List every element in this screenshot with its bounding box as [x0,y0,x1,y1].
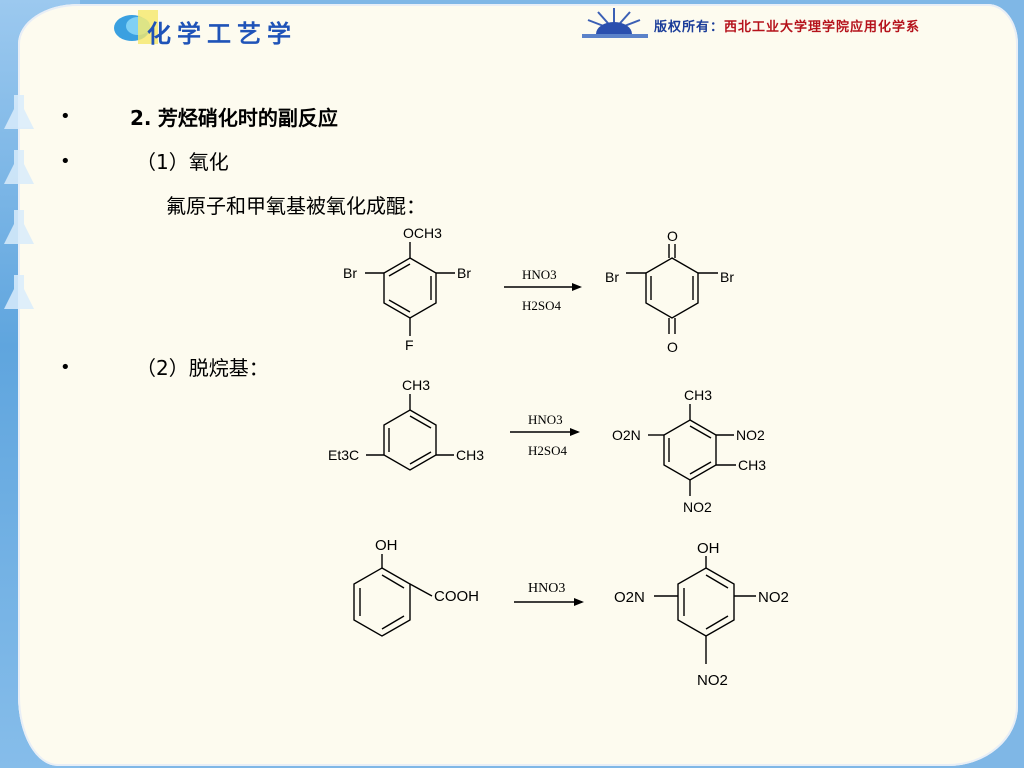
r1-product-left: Br [605,269,619,285]
reaction1-product-ring [626,244,718,334]
section-heading: 2. 芳烃硝化时的副反应 [130,102,338,131]
logo-swoosh-icon [114,10,158,44]
r1-reagent-bottom: H2SO4 [522,298,562,313]
r1-reagent-top: HNO3 [522,267,557,282]
reaction3-product-ring [654,556,756,664]
course-logo: 化学工艺学 [112,8,302,48]
r2-reactant-left: Et3C [328,447,359,463]
r3-product-right: NO2 [758,589,789,606]
r1-product-bottom: O [667,339,678,355]
sunrise-icon [582,8,648,38]
logo-text: 化学工艺学 [147,19,297,48]
r3-reactant-top: OH [375,537,398,554]
r3-reactant-right: COOH [434,588,479,605]
flask-icon [4,95,34,129]
reaction2-reactant-ring [366,394,454,471]
r1-reactant-left: Br [343,265,357,281]
r2-reagent-bottom: H2SO4 [528,443,568,458]
heading-number: 2. [130,106,152,130]
reaction3-reactant-ring [353,554,433,637]
r1-reactant-right: Br [457,265,471,281]
heading-title: 芳烃硝化时的副反应 [157,106,338,130]
bullet-marker: • [60,357,71,378]
copyright-text: 版权所有：西北工业大学理学院应用化学系 [654,16,920,35]
copyright-label: 版权所有： [654,20,725,35]
reaction1-reactant-ring [365,242,455,336]
bullet-marker: • [60,106,71,127]
flask-icon [4,210,34,244]
slide-card [18,4,1018,766]
r2-product-right2: CH3 [738,457,766,473]
r3-product-left: O2N [614,589,645,606]
r2-reactant-top: CH3 [402,377,430,393]
r1-product-right: Br [720,269,734,285]
r2-reactant-right: CH3 [456,447,484,463]
r3-product-bottom: NO2 [697,672,728,689]
r1-product-top: O [667,228,678,244]
r2-product-left: O2N [612,427,641,443]
bullet-marker: • [60,151,71,172]
r2-product-bottom: NO2 [683,499,712,515]
copyright-banner: 版权所有：西北工业大学理学院应用化学系 [582,6,962,42]
r2-product-top: CH3 [684,387,712,403]
r1-reactant-bottom: F [405,337,414,353]
r1-reactant-top: OCH3 [403,225,442,241]
r2-product-right: NO2 [736,427,765,443]
subsection-oxidation: （1）氧化 [136,150,229,174]
r2-reagent-top: HNO3 [528,412,563,427]
flask-icon [4,275,34,309]
flask-decoration [4,95,34,309]
subsection-dealkylation: （2）脱烷基： [136,356,269,380]
copyright-owner: 西北工业大学理学院应用化学系 [724,20,921,35]
flask-icon [4,150,34,184]
r3-product-top: OH [697,540,720,557]
oxidation-description: 氟原子和甲氧基被氧化成醌： [166,194,426,218]
reaction2-product-ring [648,404,736,496]
r3-reagent-top: HNO3 [528,581,565,596]
